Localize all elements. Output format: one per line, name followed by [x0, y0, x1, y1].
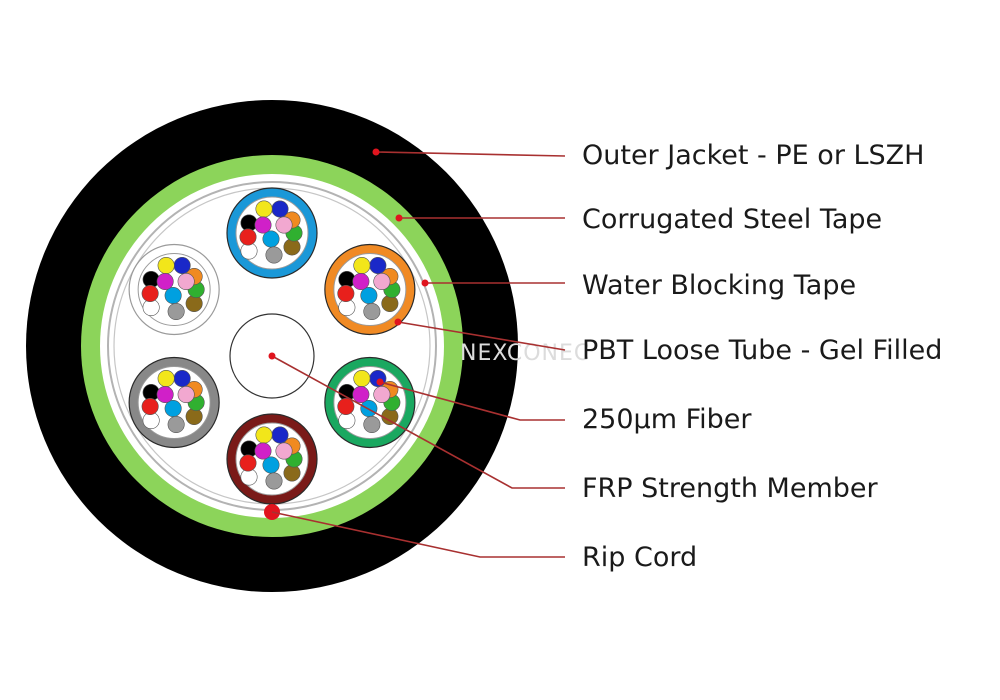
fiber — [173, 256, 191, 274]
watermark: NEXCONEC — [460, 341, 590, 366]
fiber — [262, 230, 280, 248]
fiber — [141, 397, 159, 415]
fiber — [173, 369, 191, 387]
label-fiber: 250μm Fiber — [582, 404, 752, 435]
leader-dot-frp-strength-member — [268, 352, 276, 360]
fiber — [363, 302, 381, 320]
fiber — [275, 216, 293, 234]
fiber — [265, 246, 283, 264]
label-outer-jacket: Outer Jacket - PE or LSZH — [582, 140, 924, 171]
leader-frp-strength-member — [271, 355, 565, 489]
labels: Outer Jacket - PE or LSZH Corrugated Ste… — [582, 140, 942, 573]
label-water-blocking-tape: Water Blocking Tape — [582, 270, 856, 301]
fiber — [363, 415, 381, 433]
fiber — [353, 256, 371, 274]
leader-dot-corrugated-steel-tape — [395, 214, 403, 222]
fiber — [271, 200, 289, 218]
label-pbt-loose-tube: PBT Loose Tube - Gel Filled — [582, 335, 942, 366]
leader-dot-outer-jacket — [372, 148, 380, 156]
leader-lines — [271, 151, 566, 558]
fiber — [141, 284, 159, 302]
fiber — [352, 272, 370, 290]
loose-tube — [324, 243, 416, 336]
loose-tube — [226, 187, 318, 279]
fiber — [157, 369, 175, 387]
leader-dots — [268, 148, 429, 386]
leader-dot-water-blocking-tape — [421, 279, 429, 287]
fiber — [239, 228, 257, 246]
leader-outer-jacket — [375, 151, 566, 157]
fiber — [164, 286, 182, 304]
fiber — [255, 426, 273, 444]
fiber — [156, 385, 174, 403]
label-rip-cord: Rip Cord — [582, 542, 697, 573]
fiber — [177, 272, 195, 290]
fiber — [262, 456, 280, 474]
fiber — [360, 286, 378, 304]
fiber — [265, 472, 283, 490]
fiber — [275, 442, 293, 460]
fiber — [255, 200, 273, 218]
fiber — [337, 284, 355, 302]
loose-tubes — [128, 187, 416, 505]
fiber — [239, 454, 257, 472]
fiber — [156, 272, 174, 290]
fiber — [177, 385, 195, 403]
fiber — [167, 302, 185, 320]
fiber — [271, 426, 289, 444]
label-corrugated-steel-tape: Corrugated Steel Tape — [582, 204, 882, 235]
fiber — [373, 272, 391, 290]
loose-tube — [324, 356, 416, 449]
loose-tube — [128, 356, 220, 449]
leader-fiber — [379, 381, 565, 421]
leader-rip-cord — [271, 511, 565, 558]
leader-dot-pbt-loose-tube — [394, 318, 402, 326]
loose-tube — [226, 413, 318, 505]
fiber — [369, 256, 387, 274]
fiber — [373, 385, 391, 403]
fiber — [352, 385, 370, 403]
fiber — [254, 216, 272, 234]
fiber — [254, 442, 272, 460]
fiber — [353, 369, 371, 387]
label-frp-strength-member: FRP Strength Member — [582, 473, 878, 504]
leader-pbt-loose-tube — [397, 321, 566, 351]
fiber — [337, 397, 355, 415]
fiber — [157, 256, 175, 274]
fiber — [167, 415, 185, 433]
fiber — [164, 399, 182, 417]
leader-dot-fiber — [376, 378, 384, 386]
loose-tube — [128, 243, 220, 336]
